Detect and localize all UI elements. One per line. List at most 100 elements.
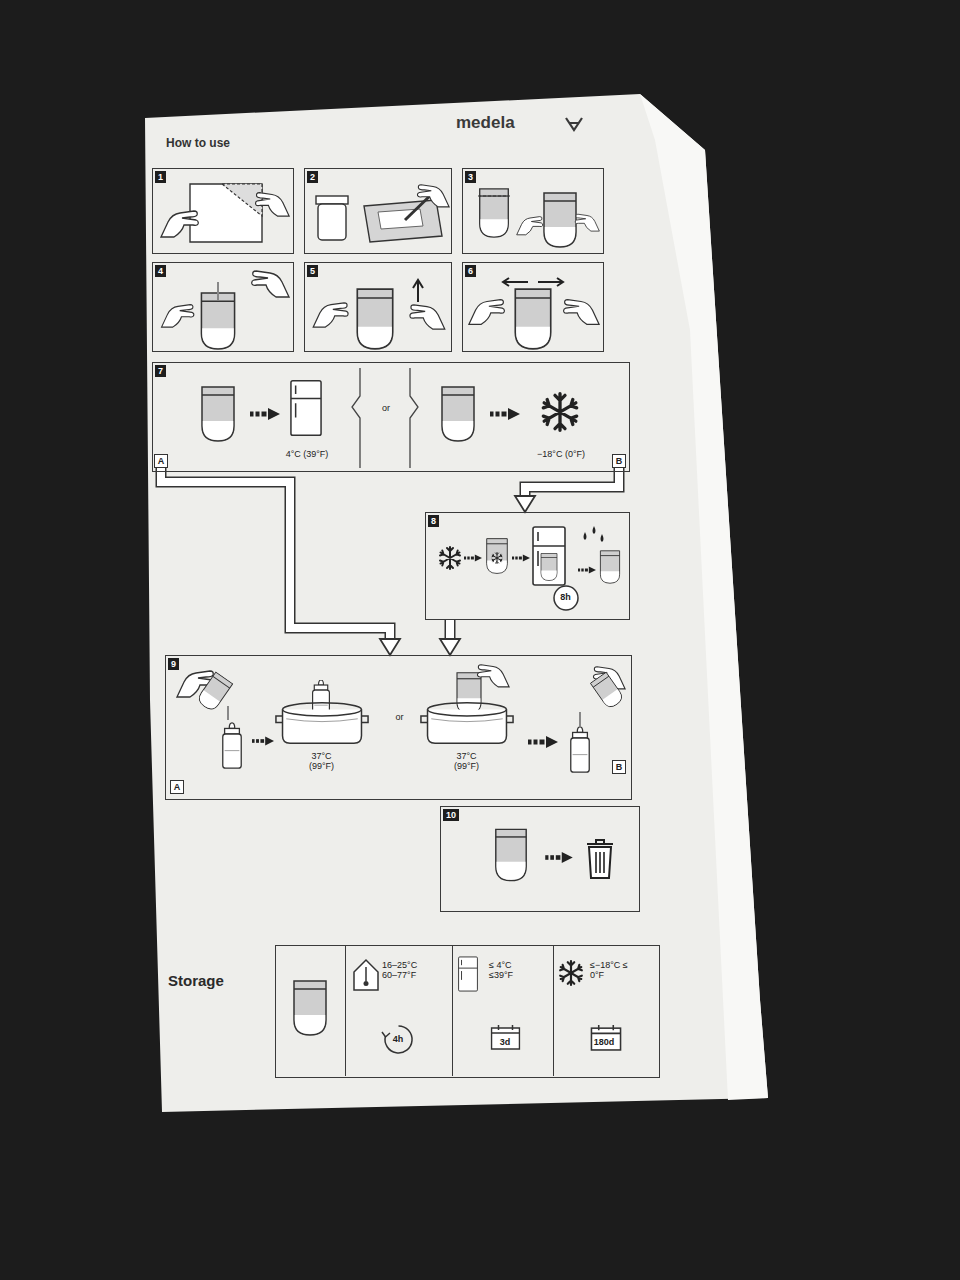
bag-sheet: [190, 184, 262, 242]
bag-icon: [487, 539, 508, 574]
press-arrows: [503, 278, 563, 286]
step-number: 1: [155, 171, 166, 183]
temperature-label: 4°C (39°F): [286, 449, 329, 459]
step-number: 2: [307, 171, 318, 183]
temperature-label: −18°C (0°F): [537, 449, 585, 459]
bag-icon: [496, 829, 526, 880]
bag-label-area: [378, 209, 423, 229]
fridge-icon: [459, 957, 478, 991]
section-heading: Storage: [168, 972, 224, 989]
temperature-label: 37°C (99°F): [302, 751, 342, 772]
jar-lid: [316, 196, 348, 204]
arrow-head: [515, 496, 535, 512]
option-tag: A: [170, 780, 184, 794]
option-letter: B: [616, 456, 623, 466]
package-film: [145, 94, 768, 1112]
thaw-drops: [584, 526, 604, 542]
option-tag: A: [154, 454, 168, 468]
hand: [517, 217, 543, 235]
temperature-range: ≤ 4°C ≤39°F: [489, 960, 531, 981]
warming-pot: [276, 703, 368, 743]
arrow-shaft-outline: [525, 468, 619, 499]
temperature-range: 16–25°C 60–77°F: [382, 960, 424, 981]
dashed-arrow: [252, 737, 274, 746]
freezer-icon: [543, 394, 576, 431]
option-tag: B: [612, 454, 626, 468]
flow-arrow: [161, 468, 400, 655]
option-tag: B: [612, 760, 626, 774]
duration-label: 3d: [500, 1037, 511, 1047]
step-panel: 2: [304, 168, 452, 254]
hand: [575, 214, 599, 231]
trash-icon: [587, 840, 613, 878]
time-circle: [385, 1026, 412, 1053]
bag-icon: [202, 387, 234, 441]
hand: [469, 300, 504, 325]
hand: [313, 303, 348, 327]
dashed-arrow: [512, 554, 530, 561]
step-number: 5: [307, 265, 318, 277]
or-label: or: [395, 712, 403, 722]
step-panel: A B 7 4°C (39°F) or −18°C (0°F): [152, 362, 630, 472]
option-letter: A: [158, 456, 165, 466]
option-letter: B: [616, 762, 623, 772]
hand: [162, 305, 194, 328]
dashed-arrow: [250, 408, 280, 420]
calendar-icon: [591, 1025, 620, 1050]
storage-cell: 16–25°C 60–77°F 4h: [345, 946, 452, 1076]
time-circle-head: [382, 1032, 390, 1037]
duration-label: 180d: [594, 1037, 615, 1047]
bag-icon: [541, 554, 557, 581]
dashed-arrow: [464, 554, 482, 561]
fridge-icon: [533, 527, 565, 585]
thermometer: [365, 967, 367, 981]
step-number: 7: [155, 365, 166, 377]
dashed-arrow: [578, 566, 596, 573]
step-number: 6: [465, 265, 476, 277]
time-label: 8h: [560, 592, 571, 602]
bag-icon: [600, 551, 619, 583]
bag-icon: [201, 293, 234, 349]
fridge-icon: [291, 381, 321, 436]
room-icon: [354, 960, 378, 990]
tear-line: [478, 195, 510, 196]
arrow-shaft-fill: [525, 468, 619, 499]
time-circle: [554, 586, 578, 610]
freezer-icon: [440, 547, 460, 569]
arrow-shaft-fill: [161, 468, 390, 642]
step-panel: 10: [440, 806, 640, 912]
brand-mark: [566, 118, 582, 130]
bag-icon: [515, 289, 550, 349]
step-panel: 1: [152, 168, 294, 254]
step-panel: 3: [462, 168, 604, 254]
bottle-icon: [571, 727, 589, 772]
bag-icon: [544, 193, 576, 247]
storage-table: 16–25°C 60–77°F 4h ≤ 4°C ≤39°F 3d ≤−18°C ≤ 0…: [275, 945, 660, 1078]
hand: [161, 211, 198, 237]
brand-logo: medela: [456, 113, 515, 133]
step-number: 10: [443, 809, 459, 821]
arrow-head: [440, 639, 460, 655]
milk-stream: [217, 282, 219, 300]
hand: [477, 665, 509, 687]
step-panel: 5: [304, 262, 452, 352]
dashed-arrow: [528, 736, 558, 748]
dashed-arrow: [490, 408, 520, 420]
flow-arrow: [515, 468, 619, 512]
thermometer-bulb: [364, 981, 369, 986]
milk-stream: [579, 712, 581, 726]
step-number: 4: [155, 265, 166, 277]
option-letter: A: [174, 782, 181, 792]
or-divider: [352, 368, 418, 468]
hand: [256, 193, 290, 216]
storage-cell: ≤−18°C ≤ 0°F180d: [553, 946, 658, 1076]
or-label: or: [382, 403, 390, 413]
duration-label: 4h: [393, 1034, 404, 1044]
arrow-shaft-outline: [161, 468, 390, 642]
step-number: 3: [465, 171, 476, 183]
up-arrow: [413, 280, 423, 302]
step-number: 9: [168, 658, 179, 670]
